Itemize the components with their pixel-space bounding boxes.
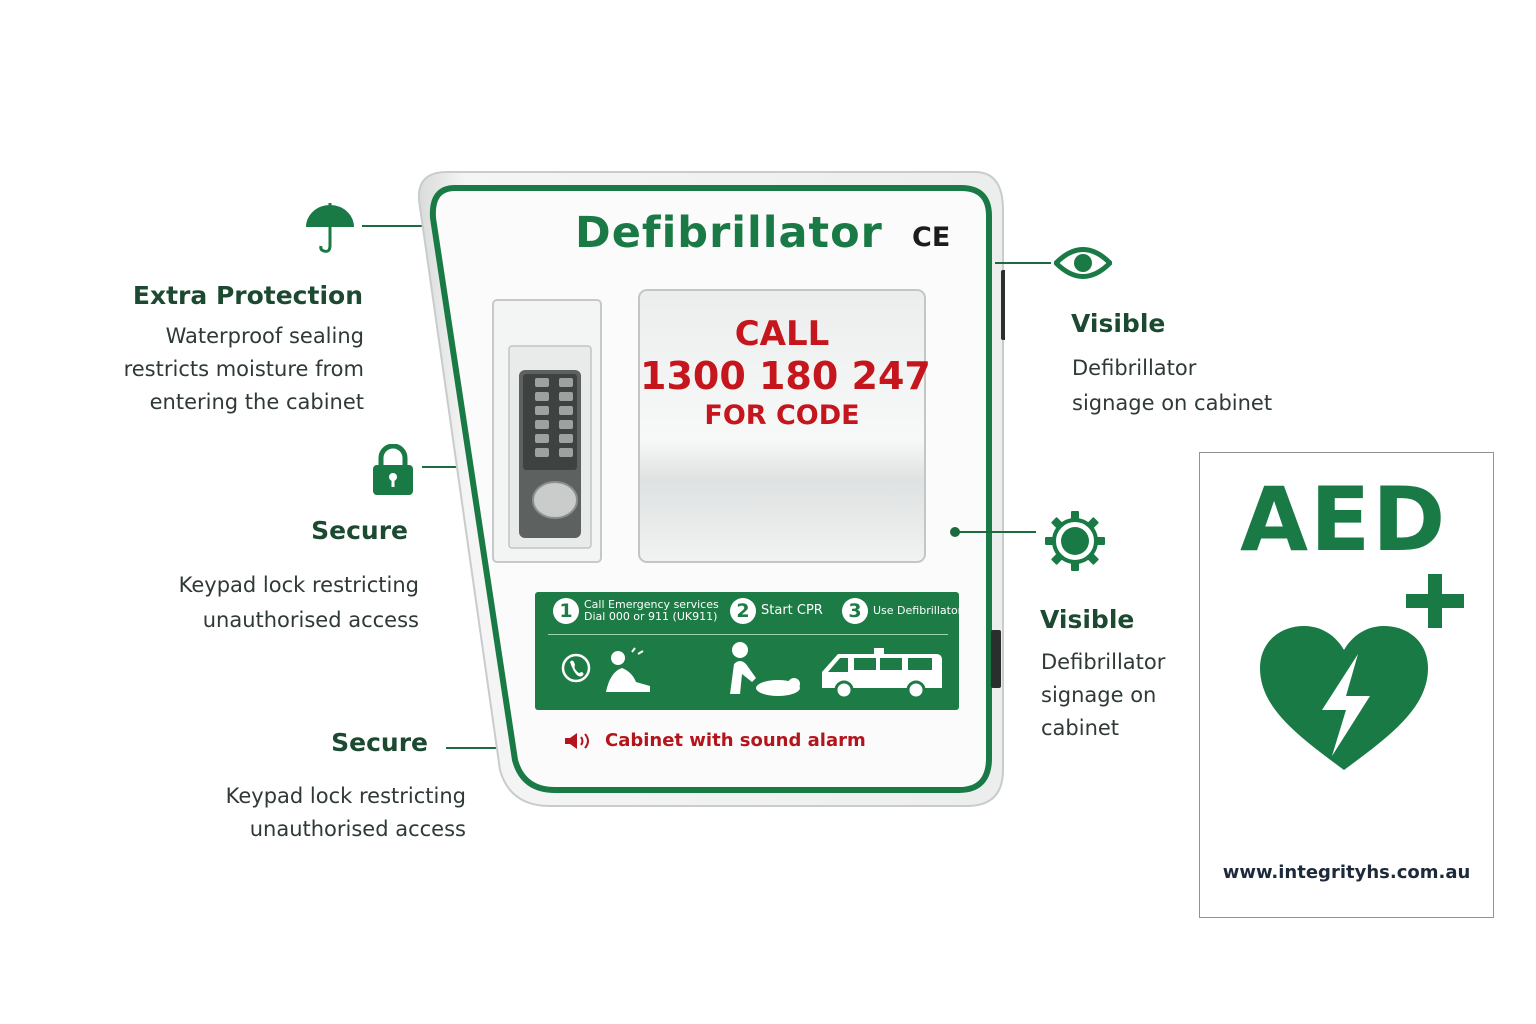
plus-icon [1406,574,1464,628]
step-label: Start CPR [761,603,823,618]
step-number: 3 [842,598,868,624]
step-label: Call Emergency services Dial 000 or 911 … [584,598,719,623]
umbrella-icon [306,203,354,253]
extra-protection-title: Extra Protection [132,281,363,310]
extra-protection-description: Waterproof sealing restricts moisture fr… [123,324,364,414]
gear-icon [1045,511,1105,571]
step-number: 1 [553,598,579,624]
visible-top-title: Visible [1071,309,1166,338]
step-2: 2 Start CPR [730,598,823,624]
step-3: 3 Use Defibrillator [842,598,962,624]
secure-keypad-title: Secure [311,516,408,545]
cabinet-title: Defibrillator [575,208,883,258]
aed-sign-url: www.integrityhs.com.au [1222,862,1471,883]
aed-sign-title: AED [1240,468,1448,571]
leader-dot [950,527,960,537]
speaker-icon [565,732,589,749]
defibrillator-cabinet [417,171,1005,807]
window-phone-number: 1300 180 247 [640,354,931,398]
leader-line [995,262,1051,264]
secure-alarm-title: Secure [331,728,428,757]
visible-side-description: Defibrillator signage on cabinet [1041,650,1166,740]
leader-line [958,531,1036,533]
cpr-person-icon [730,642,800,696]
visible-side-title: Visible [1040,605,1135,634]
window-code-text: FOR CODE [704,400,860,431]
window-call-text: CALL [734,314,830,354]
alarm-label-row: Cabinet with sound alarm [563,730,866,751]
ambulance-icon [822,648,942,700]
ce-mark: CE [912,222,951,253]
heart-lightning-icon [1260,626,1428,770]
step-number: 2 [730,598,756,624]
leader-line [362,225,478,227]
secure-keypad-description: Keypad lock restricting unauthorised acc… [178,573,419,632]
step-label: Use Defibrillator [873,604,963,617]
padlock-icon [373,444,413,495]
step-1: 1 Call Emergency services Dial 000 or 91… [553,598,719,624]
secure-alarm-description: Keypad lock restricting unauthorised acc… [225,784,466,841]
eye-icon [1054,247,1112,279]
leader-line [446,747,530,749]
panel-divider [548,634,948,635]
visible-top-description: Defibrillator signage on cabinet [1072,356,1273,415]
alarm-label: Cabinet with sound alarm [605,730,866,751]
phone-call-icon [561,647,650,692]
